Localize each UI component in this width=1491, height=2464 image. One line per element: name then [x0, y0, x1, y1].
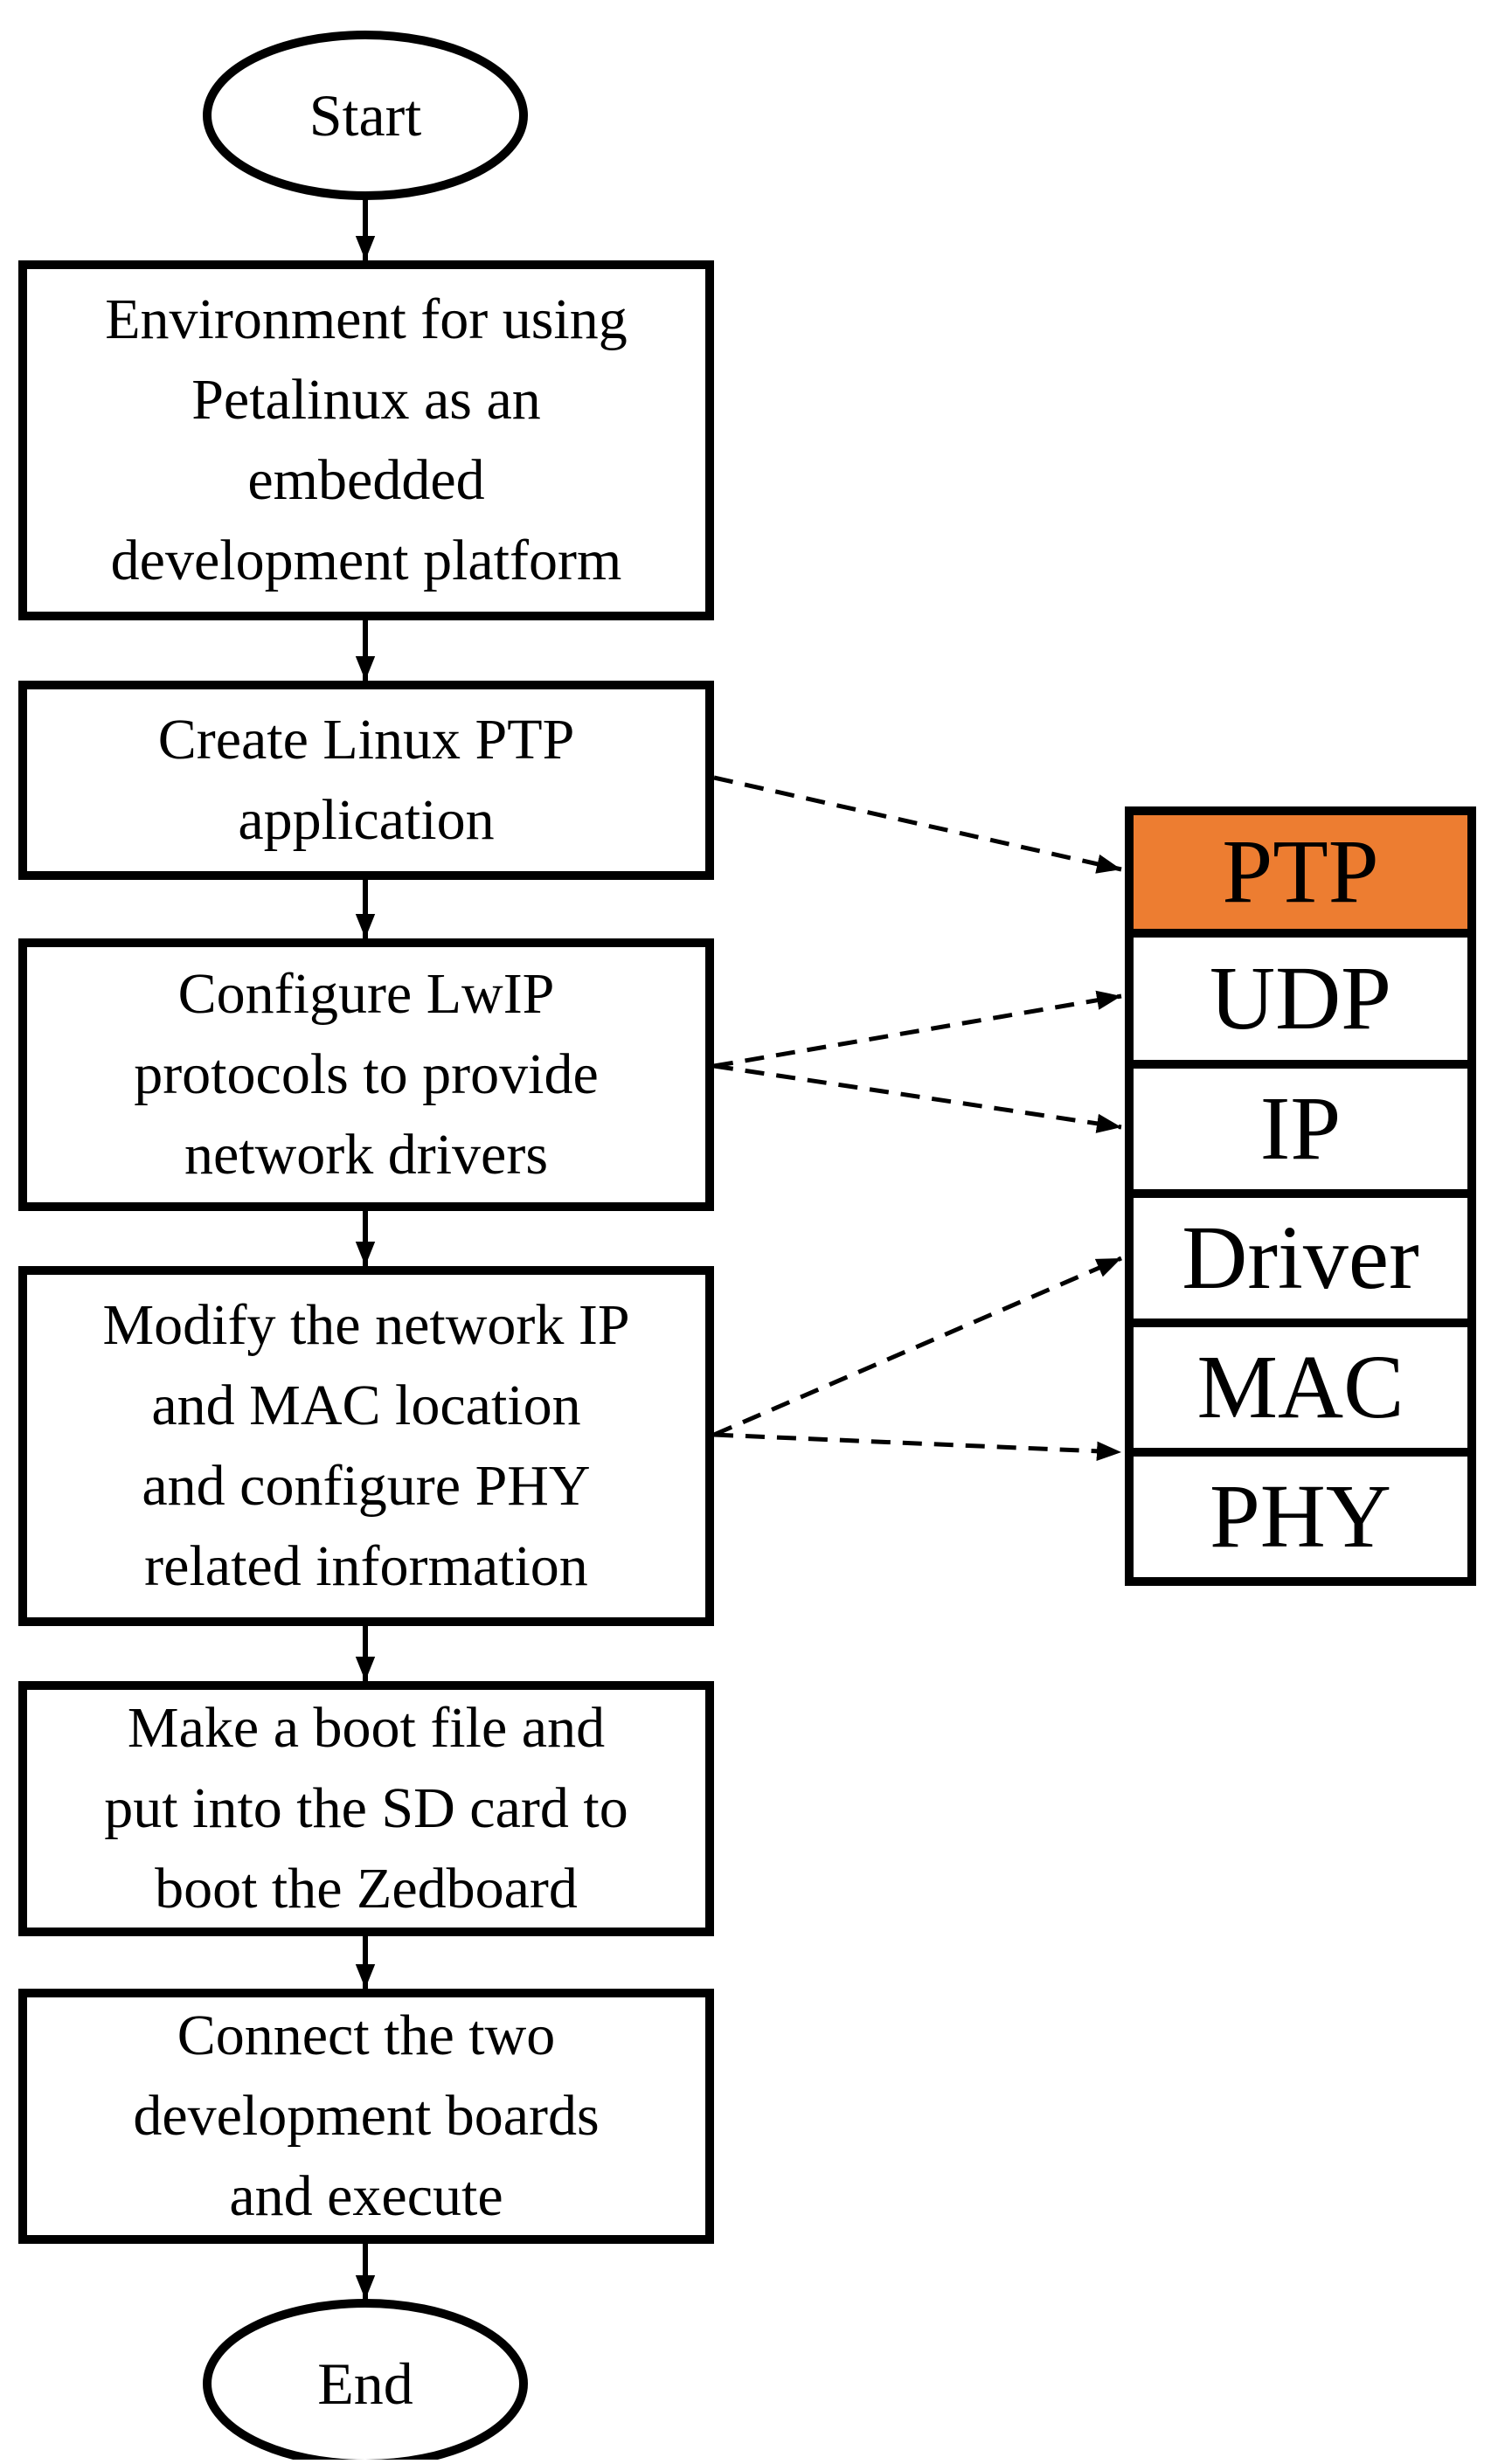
step-3-line: Configure LwIP — [177, 962, 555, 1026]
stack-layer-ip-text: IP — [1259, 1078, 1342, 1179]
step-6-box — [18, 1989, 714, 2244]
stack-layer-phy-box — [1125, 1448, 1476, 1586]
mapping-arrow-step3-to-ip — [713, 1063, 1122, 1133]
end-text: End — [317, 2350, 413, 2417]
step-4-line: and MAC location — [151, 1374, 581, 1437]
stack-layer-ip: IP — [1134, 1069, 1467, 1189]
end-label: End — [207, 2303, 524, 2464]
step-1-line: Petalinux as an — [191, 368, 541, 432]
stack-layer-driver: Driver — [1134, 1198, 1467, 1319]
step-4-line: and configure PHY — [142, 1454, 591, 1518]
step-2-line: application — [238, 788, 495, 852]
stack-layer-ptp-box — [1125, 806, 1476, 938]
step-1-line: development platform — [110, 529, 622, 592]
step-4-label: Modify the network IP and MAC location a… — [27, 1275, 705, 1617]
step-3-line: network drivers — [184, 1123, 549, 1187]
step-2-box — [18, 681, 714, 880]
stack-layer-mac: MAC — [1134, 1327, 1467, 1448]
step-4-line: related information — [144, 1534, 588, 1598]
stack-layer-udp-text: UDP — [1209, 948, 1392, 1049]
step-6-label: Connect the two development boards and e… — [27, 1997, 705, 2235]
step-5-label: Make a boot file and put into the SD car… — [27, 1690, 705, 1928]
stack-layer-phy-text: PHY — [1209, 1466, 1392, 1567]
mapping-arrow-step4-to-mac — [713, 1432, 1122, 1461]
step-6-line: and execute — [229, 2164, 503, 2228]
end-terminator — [203, 2299, 528, 2460]
stack-layer-ptp-text: PTP — [1222, 821, 1379, 922]
step-4-line: Modify the network IP — [102, 1293, 630, 1357]
stack-layer-phy: PHY — [1134, 1457, 1467, 1577]
step-5-line: put into the SD card to — [104, 1776, 628, 1840]
step-1-line: embedded — [247, 448, 485, 512]
step-2-line: Create Linux PTP — [157, 708, 575, 772]
start-label: Start — [207, 35, 524, 196]
step-3-label: Configure LwIP protocols to provide netw… — [27, 947, 705, 1202]
stack-layer-driver-text: Driver — [1182, 1208, 1419, 1308]
step-5-line: Make a boot file and — [127, 1696, 606, 1760]
stack-layer-mac-box — [1125, 1319, 1476, 1457]
step-2-label: Create Linux PTP application — [27, 689, 705, 871]
step-4-box — [18, 1266, 714, 1626]
step-5-box — [18, 1681, 714, 1936]
mapping-arrow-step4-to-driver — [713, 1256, 1122, 1437]
step-3-line: protocols to provide — [134, 1042, 599, 1106]
step-5-line: boot the Zedboard — [155, 1857, 578, 1921]
mapping-arrow-step2-to-ptp — [713, 775, 1122, 874]
step-1-line: Environment for using — [105, 287, 628, 351]
step-6-line: development boards — [133, 2084, 600, 2148]
stack-layer-mac-text: MAC — [1196, 1337, 1404, 1437]
step-6-line: Connect the two — [177, 2004, 556, 2067]
step-3-box — [18, 938, 714, 1211]
step-1-label: Environment for using Petalinux as an em… — [27, 269, 705, 612]
stack-layer-ptp: PTP — [1134, 815, 1467, 929]
mapping-arrow-step3-to-udp — [713, 990, 1122, 1069]
step-1-box — [18, 260, 714, 620]
stack-layer-ip-box — [1125, 1060, 1476, 1198]
stack-layer-udp: UDP — [1134, 938, 1467, 1060]
start-text: Start — [309, 82, 422, 149]
